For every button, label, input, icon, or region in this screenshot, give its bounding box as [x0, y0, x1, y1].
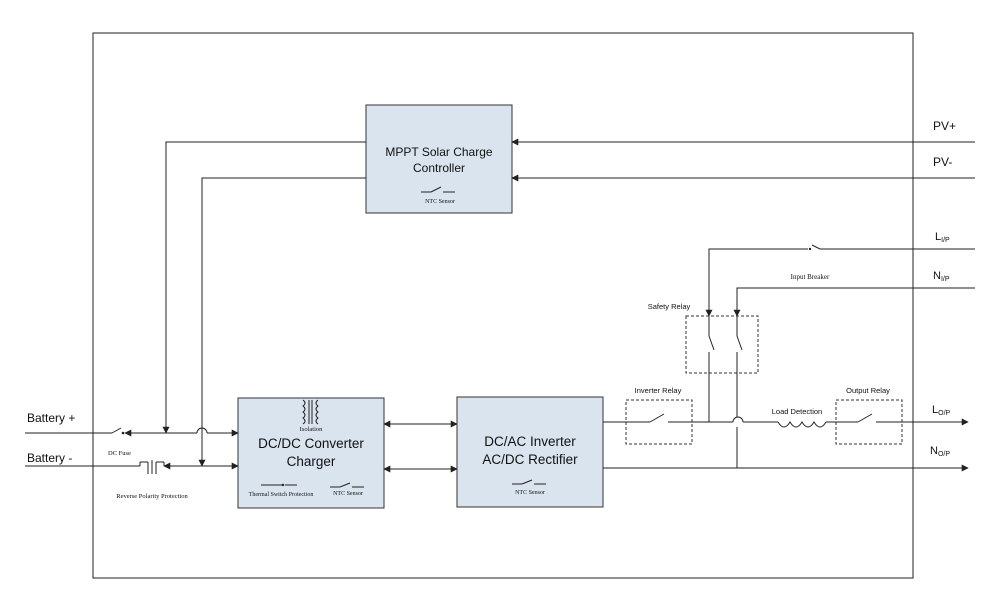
load-detection-label: Load Detection: [772, 407, 822, 416]
output-relay-label: Output Relay: [846, 386, 890, 395]
inverter-relay-label: Inverter Relay: [635, 386, 682, 395]
load-detection-coil: [777, 421, 827, 428]
reverse-polarity-label: Reverse Polarity Protection: [116, 493, 188, 500]
l-bus-crossover: [732, 416, 744, 423]
safety-relay-switch-n: [736, 316, 743, 373]
thermal-switch-symbol: [261, 483, 297, 487]
inverter-title-line1: DC/AC Inverter: [484, 434, 576, 449]
mppt-ntc-sensor-label: NTC Sensor: [425, 199, 455, 205]
dcdc-ntc-sensor-label: NTC Sensor: [333, 491, 363, 497]
input-breaker-symbol: [808, 244, 821, 251]
isolation-transformer-symbol: [302, 399, 319, 425]
input-breaker-label: Input Breaker: [791, 273, 830, 281]
mppt-title-line2: Controller: [413, 161, 465, 175]
isolation-label: Isolation: [300, 426, 323, 433]
l-in-terminal: LI/P: [935, 231, 950, 244]
dcdc-ntc-sensor-symbol: [330, 482, 364, 488]
mppt-ntc-sensor-symbol: [421, 186, 455, 193]
thermal-switch-label: Thermal Switch Protection: [249, 492, 314, 498]
enclosure-frame: [92, 32, 914, 579]
dc-fuse-symbol: [111, 427, 125, 435]
mppt-title-line1: MPPT Solar Charge: [385, 145, 492, 159]
inverter-title-line2: AC/DC Rectifier: [482, 452, 578, 467]
battery-neg-terminal: Battery -: [27, 451, 72, 465]
inverter-relay-switch: [626, 413, 692, 423]
dcdc-block: [237, 397, 385, 509]
battery-pos-crossover: [196, 427, 208, 434]
inverter-block: [456, 396, 604, 508]
inverter-ntc-sensor-label: NTC Sensor: [515, 490, 545, 496]
l-out-terminal: LO/P: [932, 404, 951, 417]
pv-neg-terminal: PV-: [933, 155, 952, 169]
n-in-terminal: NI/P: [933, 270, 950, 283]
safety-relay-label: Safety Relay: [648, 302, 691, 311]
safety-relay-box: [685, 315, 759, 374]
battery-pos-terminal: Battery +: [27, 411, 75, 425]
l-in-to-safety-relay: [705, 248, 808, 317]
safety-relay-switch-l: [708, 316, 715, 373]
pv-pos-terminal: PV+: [933, 119, 956, 133]
dc-fuse-label: DC Fuse: [108, 450, 131, 457]
mppt-to-battery-neg: [198, 177, 366, 467]
dcdc-title-line2: Charger: [287, 454, 336, 469]
mppt-block: [365, 104, 513, 214]
n-in-to-safety-relay: [733, 287, 975, 317]
n-out-terminal: NO/P: [930, 445, 950, 458]
dcdc-title-line1: DC/DC Converter: [258, 436, 364, 451]
inverter-ntc-sensor-symbol: [512, 479, 546, 485]
reverse-polarity-symbol: [139, 460, 165, 474]
mppt-to-battery-pos: [162, 141, 366, 434]
output-relay-switch: [836, 413, 902, 423]
